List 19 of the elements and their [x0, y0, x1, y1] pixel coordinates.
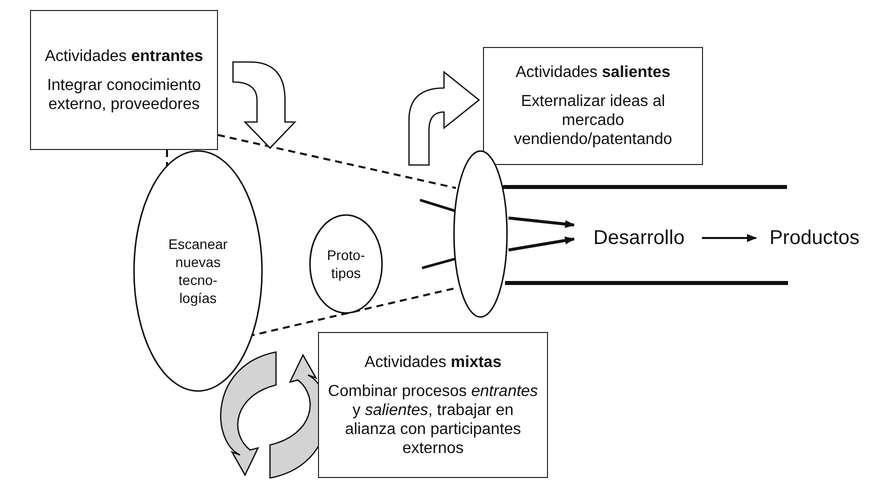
arrow [508, 216, 575, 228]
curved-arrow [232, 61, 296, 149]
box-heading: Actividades salientes [516, 63, 670, 82]
ellipse-node: Proto- tipos [309, 214, 383, 314]
text-box [30, 10, 218, 150]
stage-label: Desarrollo [580, 222, 698, 254]
box-text: Integrar conocimiento externo, proveedores [46, 76, 202, 114]
stage-label: Productos [762, 222, 867, 254]
box-heading: Actividades entrantes [44, 46, 204, 66]
text-box [483, 47, 703, 165]
box-text: Combinar procesos entrantes y salientes, trabajar en alianza con participantes externos [327, 382, 539, 458]
ellipse-node: Escanear nuevas tecno- logías [133, 150, 263, 392]
box-text: Externalizar ideas al mercado vendiendo/patentando [512, 92, 674, 149]
curved-arrow [408, 71, 480, 166]
arrow [702, 234, 757, 242]
box-heading: Actividades mixtas [364, 352, 502, 372]
arrow [508, 236, 575, 252]
gate-ellipse [453, 150, 508, 318]
text-box [318, 332, 548, 478]
